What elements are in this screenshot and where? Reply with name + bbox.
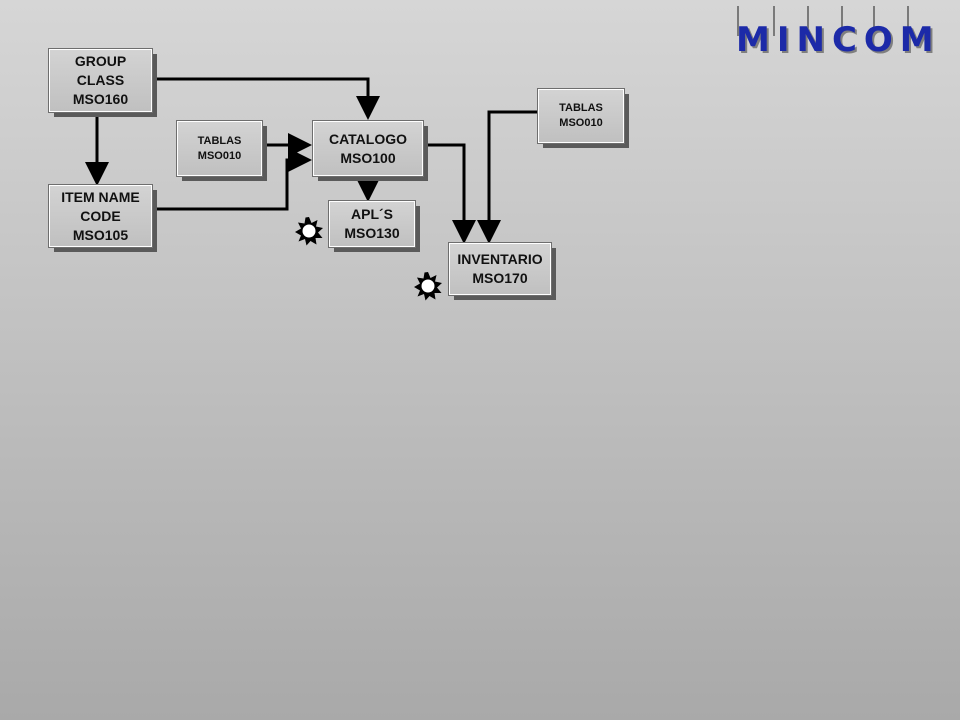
- box-label-line: MSO010: [197, 149, 242, 162]
- box-label-line: CATALOGO: [328, 130, 408, 147]
- box-label-line: GROUP: [74, 53, 127, 69]
- connector-catalogo-to-inventario: [423, 143, 476, 244]
- connector-itemname-to-catalogo: [152, 148, 312, 211]
- box-inventario[interactable]: INVENTARIO MSO170: [448, 242, 552, 296]
- connector-group-to-catalogo: [152, 77, 380, 120]
- box-label-line: TABLAS: [197, 134, 242, 147]
- box-label-line: MSO170: [472, 270, 528, 286]
- logo-text: MINCOM: [736, 20, 941, 60]
- box-tablas-right[interactable]: TABLAS MSO010: [537, 88, 625, 144]
- box-label-line: CLASS: [76, 72, 125, 88]
- box-label-line: APL´S: [351, 206, 393, 222]
- box-label-line: MSO160: [72, 91, 129, 107]
- box-apls[interactable]: APL´S MSO130: [328, 200, 416, 248]
- box-label-line: TABLAS: [559, 102, 603, 114]
- box-group-class[interactable]: GROUP CLASS MSO160: [48, 48, 153, 113]
- box-catalogo[interactable]: CATALOGO MSO100: [312, 120, 424, 177]
- box-label-line: MSO130: [344, 225, 400, 241]
- box-label-line: MSO100: [340, 149, 396, 166]
- box-label-line: MSO010: [559, 117, 603, 129]
- sunburst-icon: [295, 217, 323, 246]
- sunburst-icon: [414, 272, 442, 301]
- box-label-line: MSO105: [72, 226, 129, 243]
- box-label-line: ITEM NAME: [61, 188, 140, 205]
- mincom-logo: MINCOM: [722, 0, 952, 68]
- box-item-name-code[interactable]: ITEM NAME CODE MSO105: [48, 184, 153, 248]
- box-label-line: INVENTARIO: [457, 251, 543, 267]
- connector-tablas-to-inventario: [477, 110, 538, 244]
- box-label-line: CODE: [80, 207, 121, 224]
- logo-bars: [737, 6, 909, 36]
- box-tablas-left[interactable]: TABLAS MSO010: [176, 120, 263, 177]
